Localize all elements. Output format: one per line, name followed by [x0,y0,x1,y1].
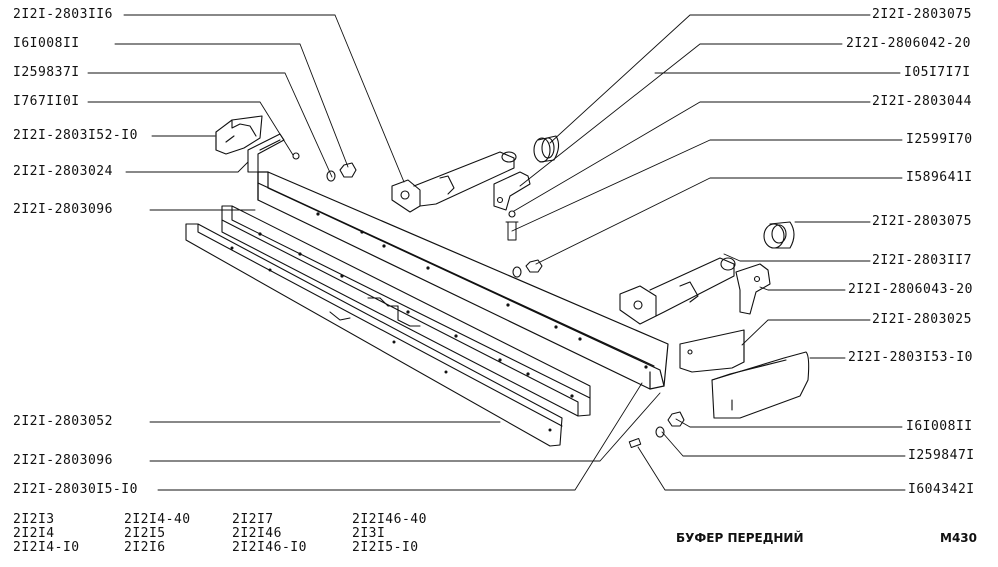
model-column-2: 2I2I4-40 2I2I5 2I2I6 [124,513,191,555]
left-bracket-rod [391,151,517,213]
part-label: I767II0I [13,94,80,109]
part-label: 2I2I-2803075 [872,7,972,22]
part-label: I259837I [13,65,80,80]
part-label: I6I008II [13,36,80,51]
model-column-3: 2I2I7 2I2I46 2I2I46-I0 [232,513,307,555]
part-label: 2I2I-2803075 [872,214,972,229]
part-label: I259847I [908,448,975,463]
model-code: 2I2I7 [232,512,274,527]
part-label: 2I2I-2803I52-I0 [13,128,138,143]
bumper-trim-strip [185,223,563,447]
part-label: 2I2I-2803025 [872,312,972,327]
right-leader-lines [511,14,906,491]
part-label: 2I2I-2803096 [13,453,113,468]
part-label: I2599I70 [906,132,973,147]
right-bolt [628,437,642,449]
diagram-title: БУФЕР ПЕРЕДНИЙ [676,531,804,545]
part-label: I05I7I7I [904,65,971,80]
right-mounting-arm [735,263,771,315]
part-label: 2I2I-2803024 [13,164,113,179]
model-code: 2I2I46 [232,526,282,541]
left-arm-bolt [505,221,519,241]
model-code: 2I3I [352,526,386,541]
left-rubber-buffer [533,135,560,163]
part-label: 2I2I-2803096 [13,202,113,217]
model-code: 2I2I4 [13,526,55,541]
page-code: M430 [940,531,977,545]
model-code: 2I2I6 [124,540,166,555]
part-label: 2I2I-2803052 [13,414,113,429]
left-arm-washer2 [512,266,522,278]
left-arm-washer [508,210,516,218]
bumper-beam [257,171,669,390]
model-code: 2I2I4-40 [124,512,191,527]
part-label: 2I2I-2803II6 [13,7,113,22]
right-washer [655,426,665,438]
model-code: 2I2I5 [124,526,166,541]
part-label: 2I2I-2803044 [872,94,972,109]
model-code: 2I2I46-40 [352,512,427,527]
part-label: I6I008II [906,419,973,434]
left-bracket [247,133,285,173]
left-arm-nut [525,259,543,273]
left-small-bolt [292,152,300,160]
model-code: 2I2I46-I0 [232,540,307,555]
right-rubber-buffer [763,221,795,249]
right-bracket [679,329,745,373]
part-label: I604342I [908,482,975,497]
part-label: 2I2I-2803I53-I0 [848,350,973,365]
left-nut [339,162,357,178]
part-label: 2I2I-2803II7 [872,253,972,268]
model-code: 2I2I5-I0 [352,540,419,555]
left-mounting-arm [493,171,531,211]
part-label: I589641I [906,170,973,185]
part-label: 2I2I-28030I5-I0 [13,482,138,497]
left-washer [326,170,336,182]
right-end-cap [711,351,810,419]
reinforcement-holes [258,232,574,398]
right-bracket-rod [619,257,736,325]
left-end-cap [215,115,263,155]
model-column-1: 2I2I3 2I2I4 2I2I4-I0 [13,513,80,555]
left-leader-lines [87,14,661,491]
part-label: 2I2I-2806042-20 [846,36,971,51]
right-nut [667,411,685,427]
model-column-4: 2I2I46-40 2I3I 2I2I5-I0 [352,513,427,555]
model-code: 2I2I3 [13,512,55,527]
part-label: 2I2I-2806043-20 [848,282,973,297]
bumper-reinforcement [221,205,591,417]
beam-holes [316,212,648,369]
model-code: 2I2I4-I0 [13,540,80,555]
trim-strip-holes [230,246,552,432]
